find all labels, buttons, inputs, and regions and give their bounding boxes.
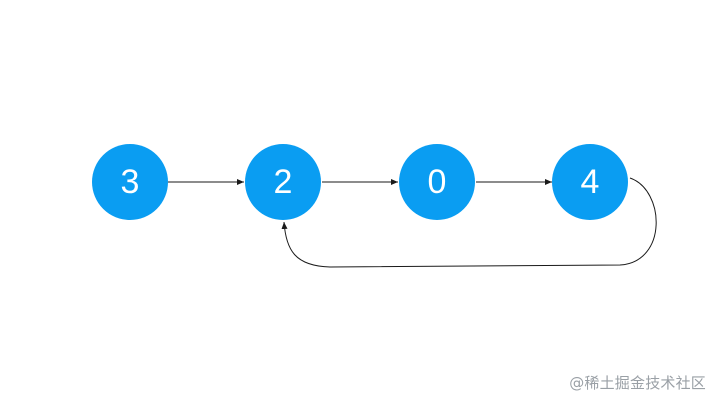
node-circle [399, 144, 475, 220]
node-label: 3 [121, 163, 140, 201]
node-4: 4 [552, 144, 628, 220]
node-circle [552, 144, 628, 220]
node-2: 2 [245, 144, 321, 220]
watermark: @稀土掘金技术社区 [569, 374, 706, 392]
node-0: 0 [399, 144, 475, 220]
edge-4-to-2-cycle [281, 177, 657, 268]
node-circle [92, 144, 168, 220]
node-circle [245, 144, 321, 220]
node-label: 2 [274, 163, 293, 201]
node-label: 4 [581, 163, 600, 201]
node-3: 3 [92, 144, 168, 220]
node-label: 0 [428, 163, 447, 201]
